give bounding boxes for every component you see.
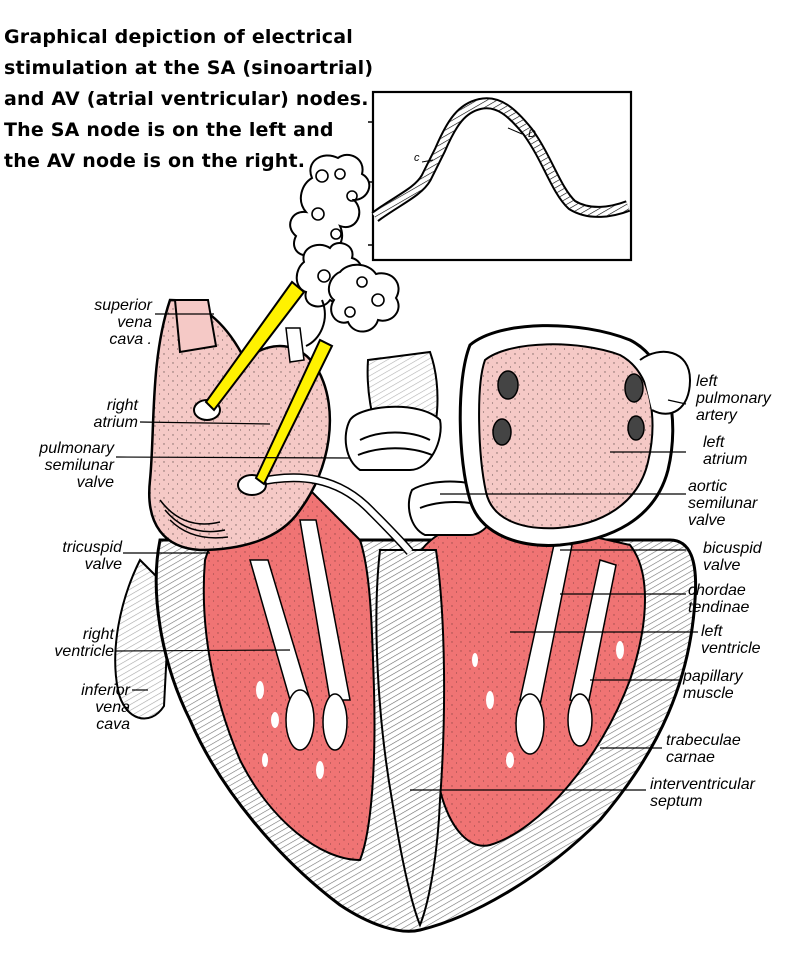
label-left-pulmonary-artery: left pulmonary artery <box>696 373 771 424</box>
left-pulmonary-artery-shape <box>639 350 692 415</box>
label-inferior-vena-cava: inferior vena cava <box>81 682 130 733</box>
graph-label-d: D <box>528 128 536 140</box>
electrical-graph <box>368 90 633 262</box>
label-pulmonary-semilunar-valve: pulmonary semilunar valve <box>39 440 114 491</box>
superior-vena-cava-shape <box>173 299 218 354</box>
sa-node-electrode <box>204 280 306 412</box>
label-right-ventricle: right ventricle <box>54 626 114 660</box>
label-papillary-muscle: papillary muscle <box>683 668 743 702</box>
graph-label-c: c <box>414 152 420 164</box>
label-superior-vena-cava: superior vena cava . <box>94 297 152 348</box>
caption-line: Graphical depiction of electrical <box>4 26 353 48</box>
label-left-ventricle: left ventricle <box>701 623 761 657</box>
label-bicuspid-valve: bicuspid valve <box>703 540 762 574</box>
caption-line: and AV (atrial ventricular) nodes. <box>4 88 369 110</box>
caption-line: the AV node is on the right. <box>4 150 306 172</box>
label-right-atrium: right atrium <box>93 397 138 431</box>
label-aortic-semilunar-valve: aortic semilunar valve <box>688 478 758 529</box>
figure-caption: Graphical depiction of electrical stimul… <box>4 22 384 177</box>
label-left-atrium: left atrium <box>703 434 748 468</box>
label-trabeculae-carnae: trabeculae carnae <box>666 732 741 766</box>
leader-lines <box>115 313 698 791</box>
av-node-electrode <box>254 338 334 486</box>
graph-frame <box>371 90 633 262</box>
caption-line: The SA node is on the left and <box>4 119 334 141</box>
label-interventricular-septum: interventricular septum <box>650 776 755 810</box>
label-tricuspid-valve: tricuspid valve <box>62 539 122 573</box>
caption-line: stimulation at the SA (sinoartrial) <box>4 57 374 79</box>
pulmonary-semilunar-valve-shape <box>344 405 442 471</box>
label-chordae-tendinae: chordae tendinae <box>688 582 750 616</box>
